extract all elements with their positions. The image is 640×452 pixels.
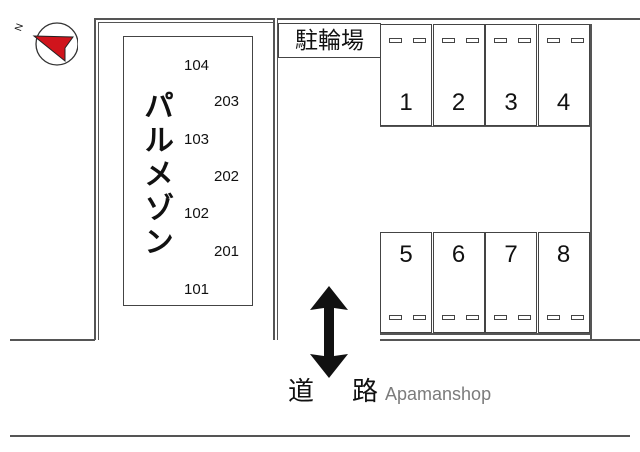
watermark: Apamanshop <box>385 384 492 404</box>
bike-parking-label: 駐輪場 <box>278 23 381 58</box>
bike-stall-5: 5 <box>380 232 432 333</box>
unit-203: 203 <box>214 93 240 110</box>
building-palmaison <box>123 36 253 306</box>
parking-boundary-top <box>277 18 640 20</box>
bike-slot-marker <box>494 38 507 43</box>
stall-number: 7 <box>504 241 518 268</box>
lot-divider-inner <box>277 18 278 340</box>
unit-202: 202 <box>214 168 240 185</box>
bike-slot-marker <box>441 38 455 43</box>
road-label: 道 路 <box>288 376 385 406</box>
stall-number: 5 <box>399 241 413 268</box>
bike-stall-8: 8 <box>537 232 590 333</box>
entrance-arrow-icon <box>310 286 348 378</box>
bike-stall-3: 3 <box>485 24 537 126</box>
unit-201: 201 <box>214 243 240 260</box>
stall-number: 1 <box>399 89 413 116</box>
unit-103: 103 <box>184 131 210 148</box>
bike-slot-marker <box>413 38 426 43</box>
unit-102: 102 <box>184 205 210 222</box>
bike-slot-marker <box>570 315 584 320</box>
parking-boundary-right <box>590 24 592 340</box>
bike-slot-marker <box>389 315 402 320</box>
bike-slot-marker <box>518 38 531 43</box>
stall-number: 6 <box>451 241 466 268</box>
bike-slot-marker <box>465 315 479 320</box>
bike-stall-6: 6 <box>432 232 485 333</box>
stall-row-bottom <box>380 126 590 127</box>
road-edge-right <box>380 339 640 341</box>
stall-number: 8 <box>556 241 571 268</box>
stall-number: 4 <box>556 89 571 116</box>
bike-slot-marker <box>441 315 455 320</box>
road-edge-left <box>10 339 95 341</box>
lot-boundary-top <box>94 18 274 20</box>
bike-stall-7: 7 <box>485 232 537 333</box>
lot-boundary-left <box>94 18 96 340</box>
stall-number: 2 <box>451 89 466 116</box>
unit-101: 101 <box>184 281 210 298</box>
bike-slot-marker <box>546 38 560 43</box>
bike-slot-marker <box>570 38 584 43</box>
stall-base <box>380 333 590 335</box>
bike-slot-marker <box>413 315 426 320</box>
bike-slot-marker <box>465 38 479 43</box>
stall-number: 3 <box>504 89 518 116</box>
bike-slot-marker <box>518 315 531 320</box>
lot-boundary-left-inner <box>98 22 99 340</box>
north-compass-icon <box>32 22 78 66</box>
bike-slot-marker <box>494 315 507 320</box>
unit-104: 104 <box>184 57 210 74</box>
lot-boundary-top-inner <box>98 22 274 23</box>
bike-stall-1: 1 <box>380 24 432 126</box>
bike-stall-2: 2 <box>432 24 485 126</box>
bike-slot-marker <box>546 315 560 320</box>
bike-stall-4: 4 <box>537 24 590 126</box>
building-name: パルメゾン <box>139 90 172 260</box>
road-edge-bottom <box>10 435 630 437</box>
bike-slot-marker <box>389 38 402 43</box>
lot-divider <box>273 18 275 340</box>
